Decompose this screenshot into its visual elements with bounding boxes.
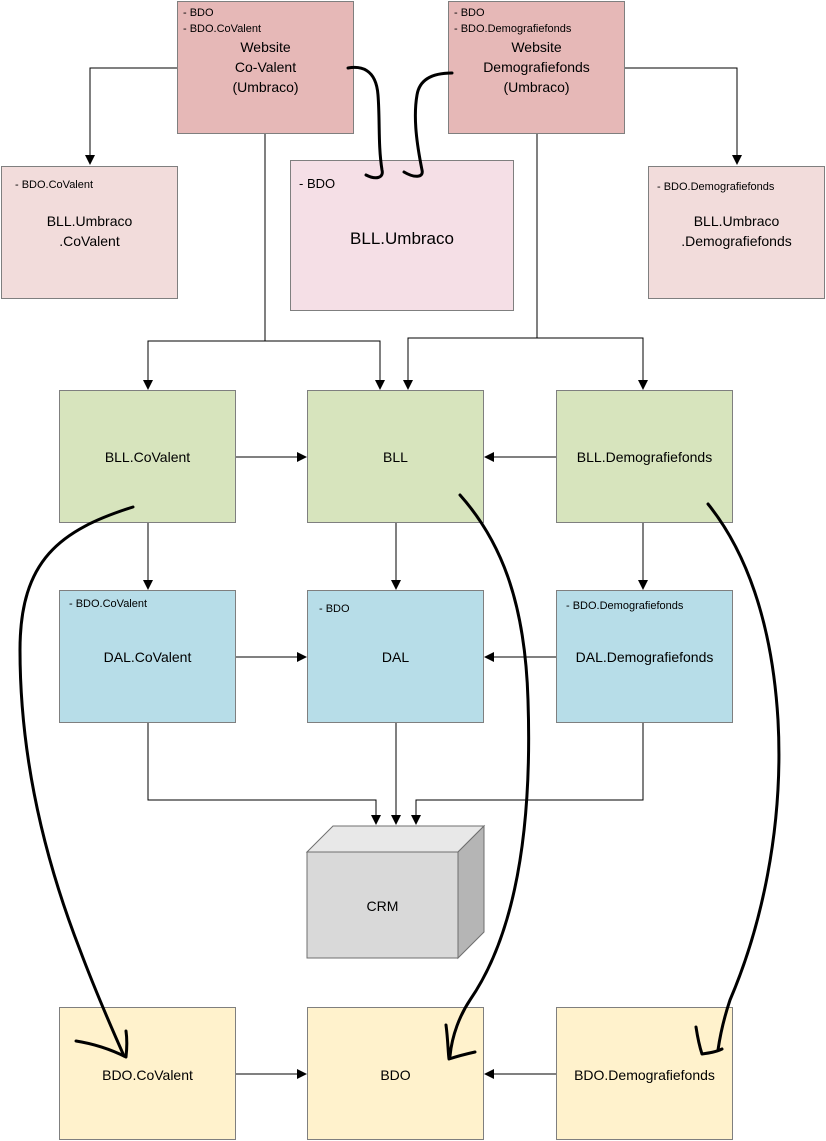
connector-website-covalent-to-bll <box>265 340 385 390</box>
bdo-box: BDO <box>307 1007 484 1140</box>
connector-website-demografiefonds-to-bll-umbraco-demografiefonds <box>625 67 742 165</box>
bll-umbraco-demografiefonds-box: - BDO.Demografiefonds BLL.Umbraco .Demog… <box>648 166 825 299</box>
bdo-demografiefonds-tag: - BDO.Demografiefonds <box>454 23 572 35</box>
website-covalent-box: - BDO - BDO.CoValent Website Co-Valent (… <box>177 1 354 134</box>
bdo-demografiefonds-tag: - BDO.Demografiefonds <box>566 600 684 612</box>
dal-covalent-label: DAL.CoValent <box>103 649 192 665</box>
bll-umbraco-label: BLL.Umbraco <box>350 229 454 248</box>
bll-umbraco-demografiefonds-line-2: .Demografiefonds <box>681 233 792 249</box>
website-demografiefonds-line-2: Demografiefonds <box>483 59 590 75</box>
crm-label: CRM <box>366 898 399 914</box>
website-covalent-line-3: (Umbraco) <box>232 79 299 95</box>
dal-box: - BDO DAL <box>307 590 484 723</box>
bdo-tag: - BDO <box>454 7 485 19</box>
bdo-label: BDO <box>380 1067 411 1083</box>
bll-umbraco-box: - BDO BLL.Umbraco <box>290 160 514 311</box>
bdo-covalent-tag: - BDO.CoValent <box>69 598 148 610</box>
bll-covalent-box: BLL.CoValent <box>59 390 236 523</box>
connector-website-covalent-to-bll-umbraco-covalent <box>85 67 178 165</box>
bdo-covalent-box: BDO.CoValent <box>59 1007 236 1140</box>
bll-umbraco-demografiefonds-line-1: BLL.Umbraco <box>693 213 780 229</box>
website-covalent-line-1: Website <box>240 39 291 55</box>
website-demografiefonds-line-3: (Umbraco) <box>503 79 570 95</box>
bdo-demografiefonds-tag: - BDO.Demografiefonds <box>657 181 775 193</box>
bll-demografiefonds-box: BLL.Demografiefonds <box>556 390 733 523</box>
connector-website-demografiefonds-to-bll <box>403 337 537 390</box>
connector-website-covalent-to-bll-covalent <box>143 340 265 390</box>
bdo-covalent-tag: - BDO.CoValent <box>183 23 262 35</box>
dal-covalent-box: - BDO.CoValent DAL.CoValent <box>59 590 236 723</box>
bdo-covalent-label: BDO.CoValent <box>102 1067 193 1083</box>
connector-dal-covalent-to-crm <box>147 722 381 825</box>
website-demografiefonds-box: - BDO - BDO.Demografiefonds Website Demo… <box>448 1 625 134</box>
bll-label: BLL <box>383 449 408 465</box>
bdo-tag: - BDO <box>183 7 214 19</box>
dal-label: DAL <box>381 649 410 665</box>
bdo-covalent-tag: - BDO.CoValent <box>15 179 94 191</box>
dal-demografiefonds-label: DAL.Demografiefonds <box>575 649 714 665</box>
bll-umbraco-covalent-box: - BDO.CoValent BLL.Umbraco .CoValent <box>1 166 178 299</box>
bll-demografiefonds-label: BLL.Demografiefonds <box>576 449 713 465</box>
bll-covalent-label: BLL.CoValent <box>104 449 191 465</box>
bdo-demografiefonds-label: BDO.Demografiefonds <box>574 1067 715 1083</box>
dal-demografiefonds-box: - BDO.Demografiefonds DAL.Demografiefond… <box>556 590 733 723</box>
website-demografiefonds-line-1: Website <box>511 39 562 55</box>
bll-box: BLL <box>307 390 484 523</box>
bdo-demografiefonds-box: BDO.Demografiefonds <box>556 1007 733 1140</box>
connector-dal-demografiefonds-to-crm <box>411 722 644 825</box>
bll-umbraco-covalent-line-2: .CoValent <box>59 233 120 249</box>
website-covalent-line-2: Co-Valent <box>234 59 297 75</box>
bll-umbraco-covalent-line-1: BLL.Umbraco <box>46 213 133 229</box>
bdo-tag: - BDO <box>319 603 350 615</box>
connector-website-demografiefonds-to-bll-demografiefonds <box>537 337 648 390</box>
bdo-tag: - BDO <box>299 176 336 191</box>
